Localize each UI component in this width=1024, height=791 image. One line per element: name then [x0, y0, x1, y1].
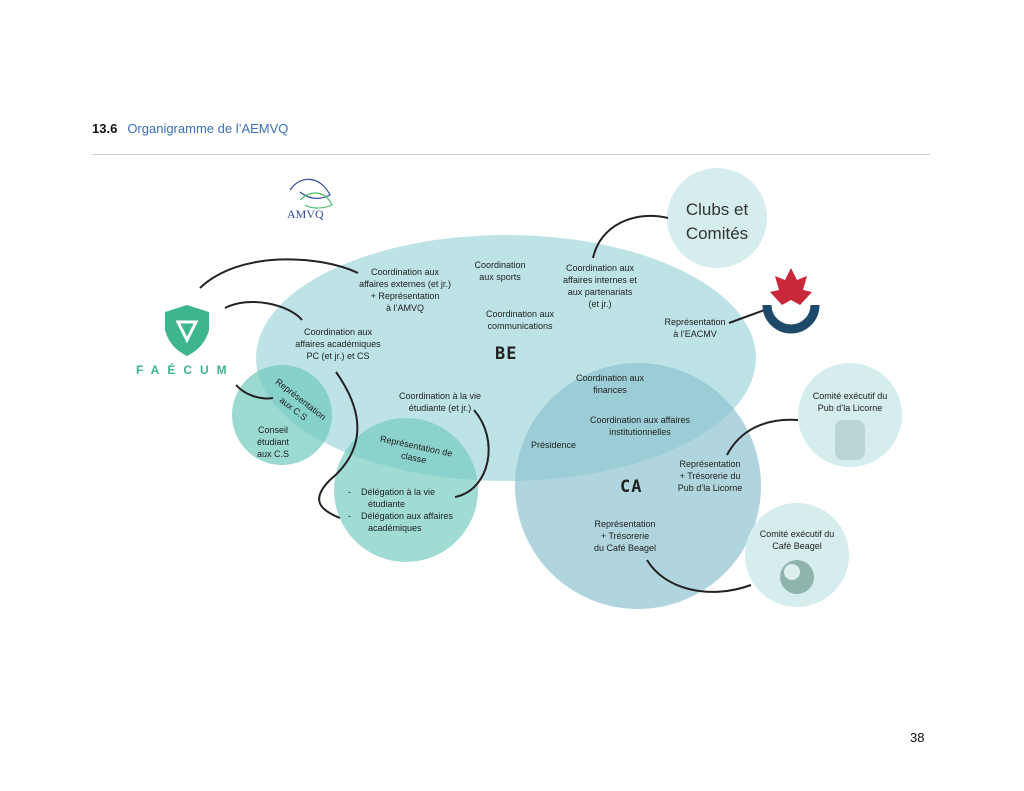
section-title: Organigramme de l’AEMVQ	[127, 121, 289, 136]
clubs-circle	[667, 168, 767, 268]
connector-cs	[235, 384, 274, 400]
delegation-list: - Délégation à la vie étudiante - Déléga…	[348, 486, 468, 534]
be-label: BE	[495, 344, 518, 364]
cafe-circle	[745, 503, 849, 607]
classe-circle	[334, 418, 478, 562]
connector-vie	[454, 409, 490, 498]
clubs-label: Clubs et Comités	[685, 200, 749, 243]
conseil-circle	[232, 365, 332, 465]
faecum-wordmark: FAÉCUM	[136, 363, 235, 377]
amvq-wordmark: AMVQ	[287, 207, 324, 221]
amvq-logo-icon	[289, 178, 333, 209]
pub-logo-icon	[835, 420, 865, 460]
connector-cafe	[646, 559, 752, 593]
section-heading: 13.6 Organigramme de l’AEMVQ	[92, 121, 288, 136]
section-number: 13.6	[92, 121, 118, 136]
ca-label: CA	[620, 477, 643, 497]
connector-pub	[726, 418, 799, 456]
connector-clubs	[592, 214, 669, 259]
cafe-logo-icon	[780, 560, 814, 594]
ca-circle	[515, 363, 761, 609]
cvma-logo-icon	[762, 268, 820, 334]
delegation-item: - Délégation à la vie étudiante	[348, 487, 436, 509]
connector-academiques	[224, 301, 303, 321]
faecum-shield-icon	[165, 305, 209, 356]
page-number: 38	[910, 730, 925, 745]
connector-externes	[199, 258, 359, 289]
pub-circle	[798, 363, 902, 467]
role-presidence: Présidence	[531, 440, 577, 450]
delegation-item: - Délégation aux affaires académiques	[348, 511, 453, 533]
connector-delegation	[318, 371, 359, 519]
divider	[92, 154, 930, 155]
